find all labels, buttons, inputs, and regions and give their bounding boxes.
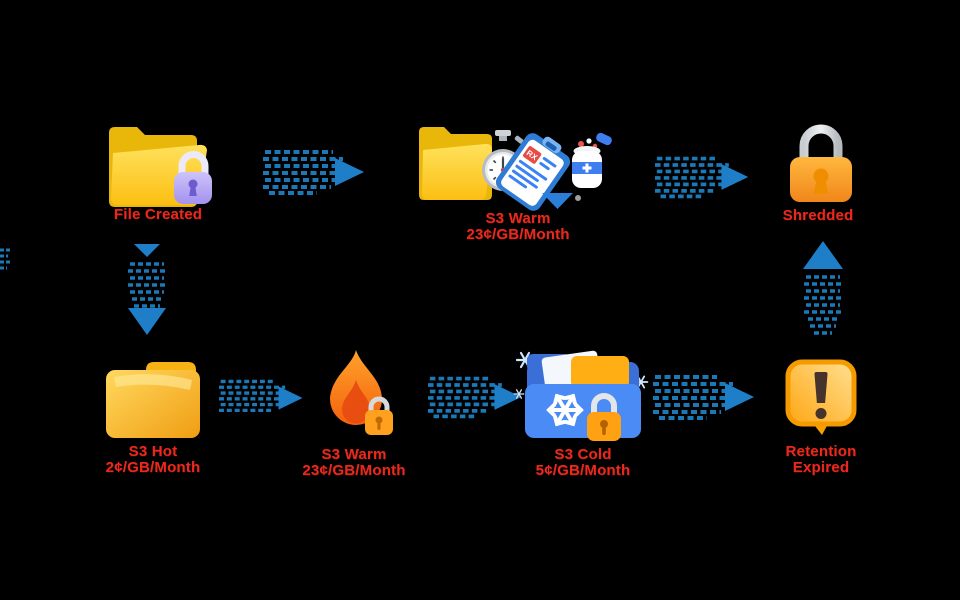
clipped-text-fragment bbox=[0, 248, 10, 270]
s3-cold-label: S3 Cold 5¢/GB/Month bbox=[535, 446, 631, 479]
folder-icon bbox=[419, 127, 492, 200]
flow-arrow-right-icon bbox=[219, 379, 303, 413]
small-lock-icon bbox=[365, 396, 393, 435]
retention-records-icon: RX bbox=[419, 127, 612, 211]
rx-clipboard-icon: RX bbox=[495, 133, 571, 211]
closed-folder-icon bbox=[106, 362, 200, 438]
flame-lock-icon bbox=[329, 350, 393, 435]
small-lock-icon bbox=[587, 393, 621, 441]
s3-hot-label: S3 Hot 2¢/GB/Month bbox=[105, 443, 201, 476]
flow-arrow-right-icon bbox=[263, 150, 364, 195]
purple-lock-icon bbox=[174, 151, 212, 204]
warning-icon bbox=[785, 359, 857, 435]
flow-arrow-down-icon bbox=[128, 244, 166, 335]
file-created-label: File Created bbox=[113, 206, 203, 223]
folder-lock-icon bbox=[109, 127, 212, 207]
retention-expired-label: Retention Expired bbox=[785, 443, 857, 476]
snowflake-folder-icon bbox=[513, 350, 649, 441]
chevron-down-icon bbox=[542, 193, 581, 209]
padlock-icon bbox=[790, 124, 852, 202]
snowflake-icon bbox=[546, 393, 584, 427]
flow-arrow-right-icon bbox=[653, 375, 754, 420]
s3-warm-destroy-label: S3 Warm 23¢/GB/Month bbox=[302, 446, 406, 479]
flow-arrow-right-icon bbox=[428, 376, 522, 419]
shredded-label: Shredded bbox=[782, 207, 854, 224]
flow-arrow-right-icon bbox=[655, 156, 749, 199]
flow-arrow-up-icon bbox=[803, 241, 843, 335]
medicine-jar-icon bbox=[572, 132, 612, 188]
s3-warm-label: S3 Warm 23¢/GB/Month bbox=[466, 210, 570, 243]
